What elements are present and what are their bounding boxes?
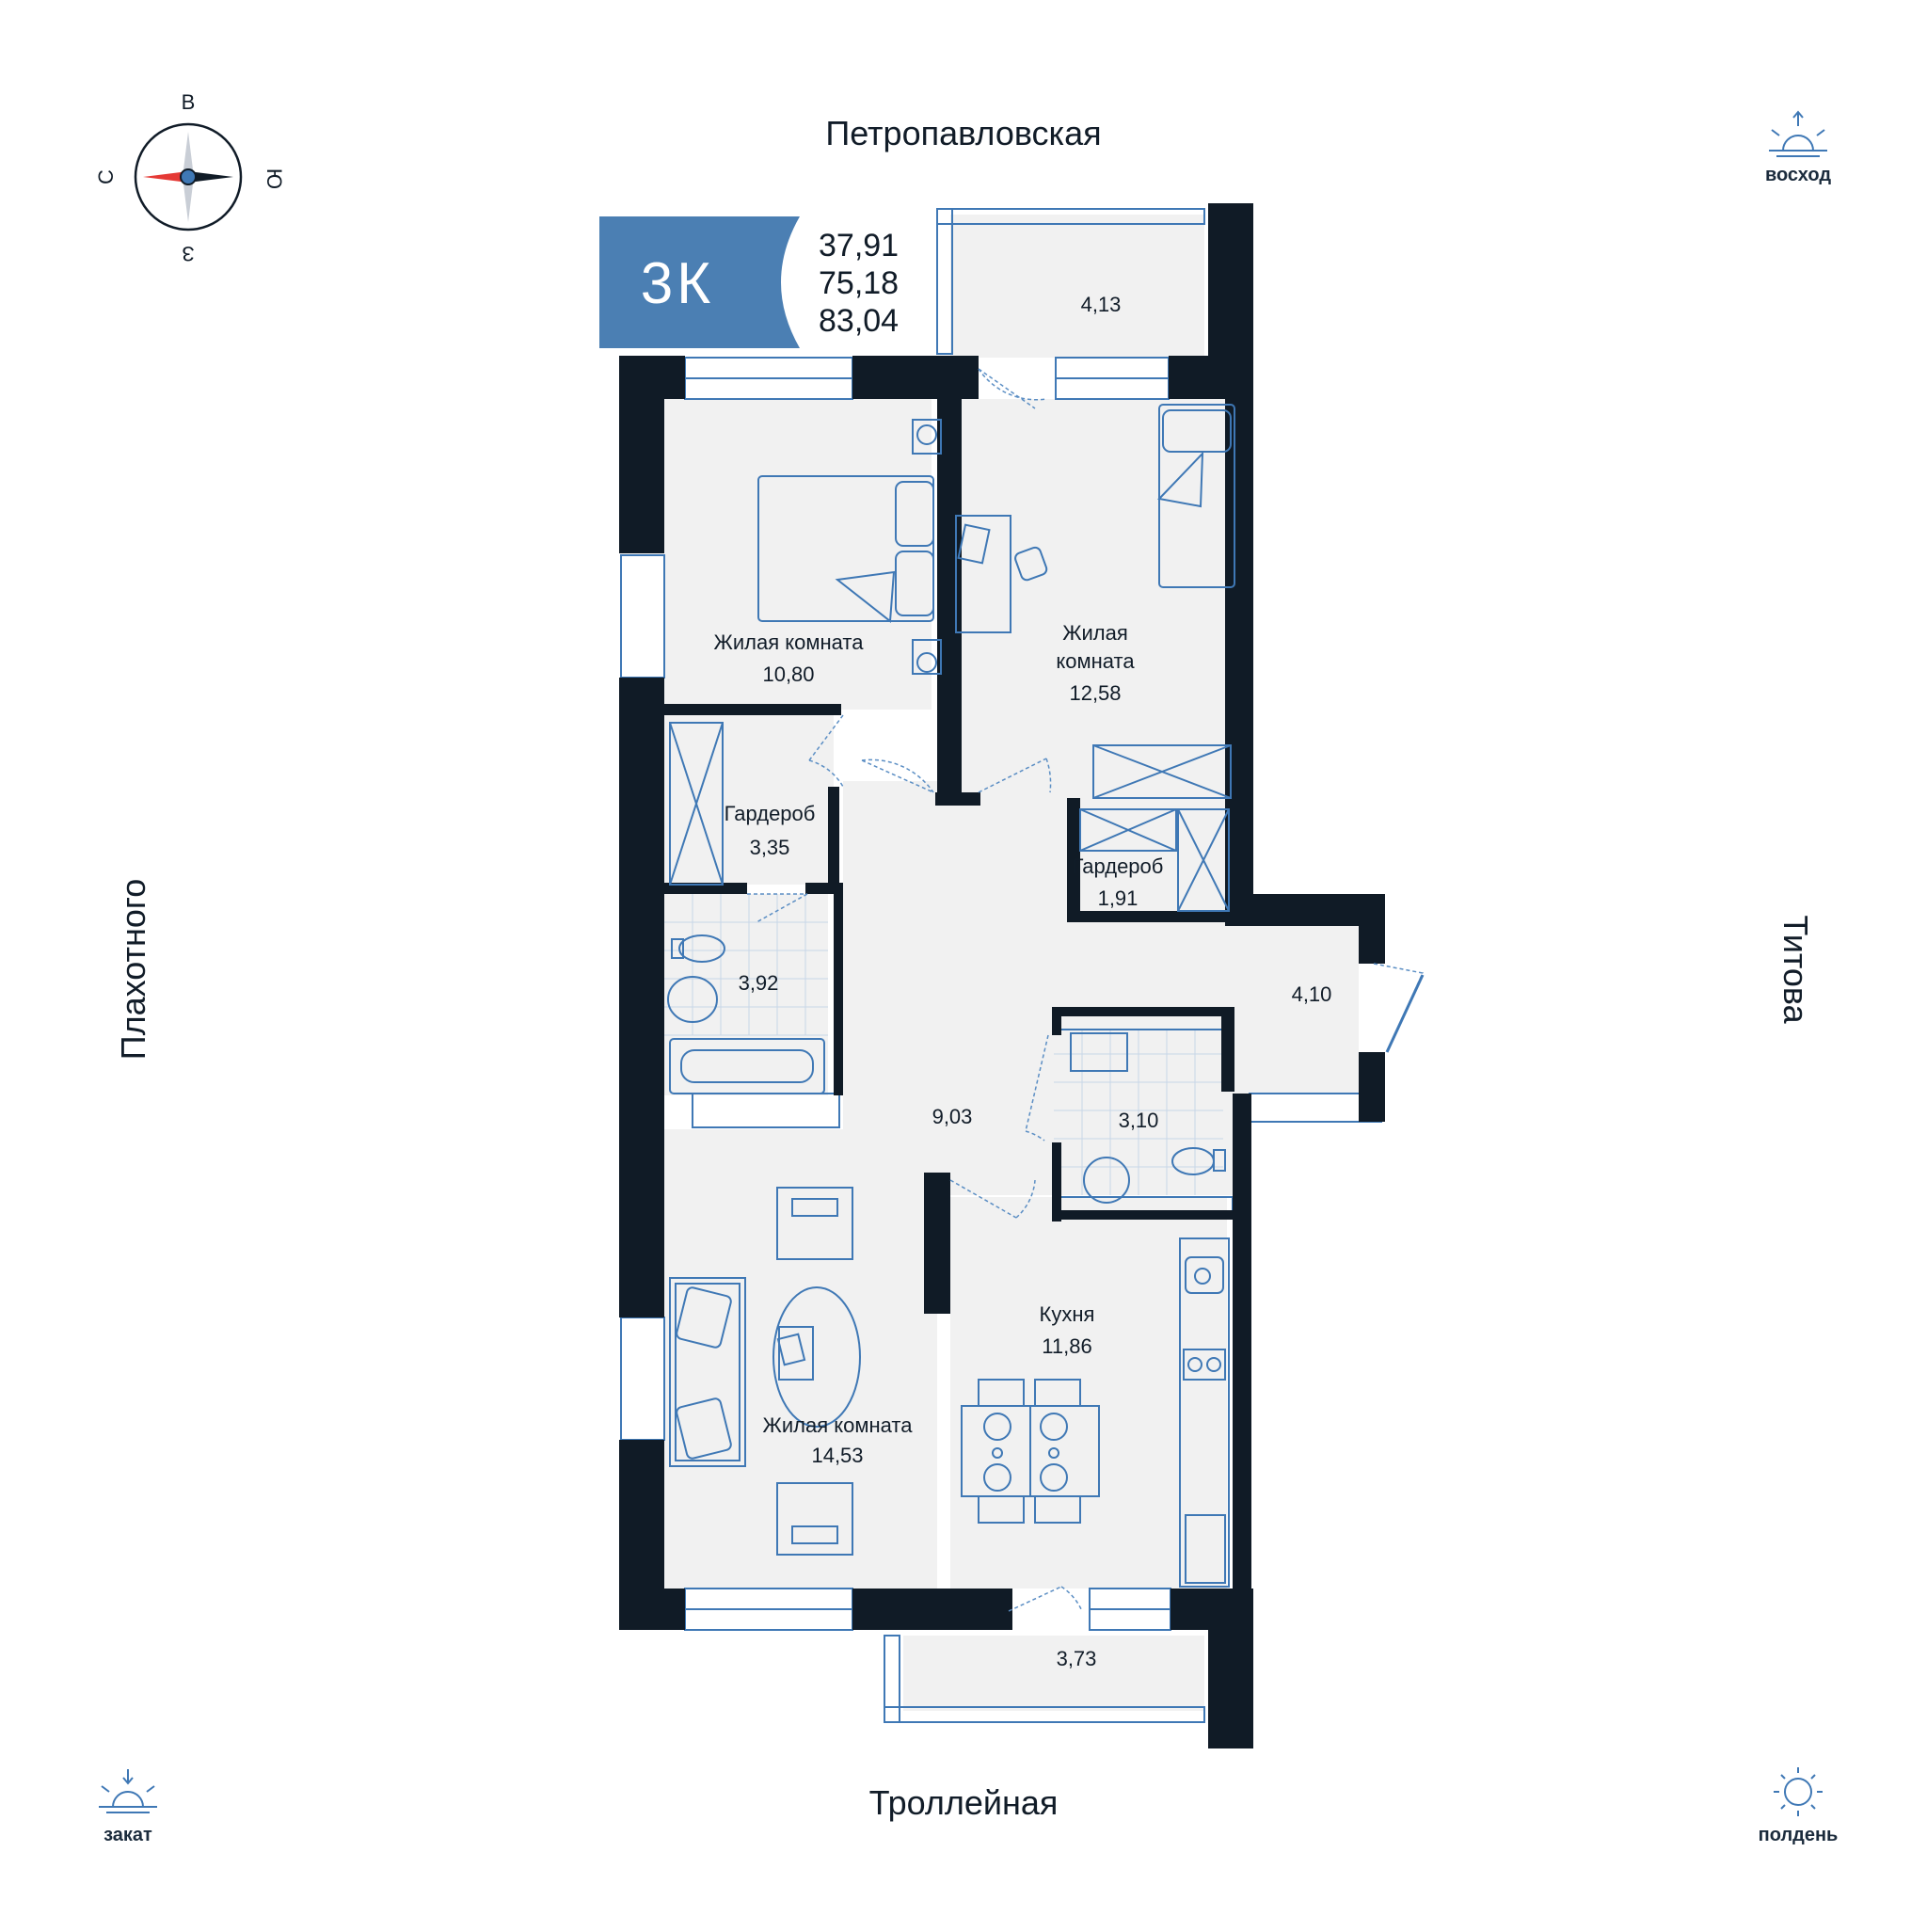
- chair-icon: [1034, 1379, 1081, 1407]
- chair-icon: [1034, 1495, 1081, 1524]
- sofa-icon: [669, 1277, 746, 1467]
- walls: [619, 203, 1385, 1748]
- kitchen-sink-icon: [1185, 1256, 1224, 1294]
- chair-icon: [978, 1495, 1025, 1524]
- living-room-1-floor: [664, 399, 932, 710]
- street-south: Троллейная: [869, 1783, 1059, 1822]
- hall-east-area: 4,10: [1292, 982, 1332, 1006]
- wardrobe-1-floor: [664, 710, 834, 885]
- street-west: Плахотного: [114, 879, 152, 1060]
- compass: В Ю З С: [94, 90, 286, 265]
- fridge-icon: [1185, 1514, 1226, 1584]
- wardrobe-2-floor: [1063, 800, 1223, 913]
- doors: [747, 368, 1425, 1612]
- living-room-1-name: Жилая комната: [714, 631, 865, 654]
- hall-east-floor: [1236, 918, 1359, 1094]
- living-room-2-name-line1: Жилая: [1062, 621, 1128, 645]
- desk-icon: [955, 515, 1011, 633]
- balcony-north-floor: [950, 215, 1204, 358]
- compass-label-bottom: З: [182, 242, 194, 265]
- balcony-south-floor: [903, 1636, 1204, 1711]
- compass-north-needle: [143, 171, 188, 183]
- double-bed-icon: [757, 475, 934, 622]
- plate-icon: [983, 1463, 1011, 1492]
- nightstand-icon: [912, 419, 942, 455]
- living-room-2-floor: [962, 399, 1225, 792]
- street-east: Титова: [1776, 915, 1815, 1024]
- living-room-3-floor: [664, 1129, 937, 1589]
- living-room-2-name-line2: комната: [1056, 649, 1135, 673]
- bathroom-2-floor: [1054, 1030, 1229, 1195]
- kitchen-name: Кухня: [1040, 1302, 1095, 1326]
- noon-label: полдень: [1759, 1825, 1839, 1845]
- living-room-3-name: Жилая комната: [763, 1413, 914, 1437]
- washing-machine-icon: [1070, 1032, 1128, 1072]
- stove-icon: [1183, 1349, 1226, 1381]
- wardrobe-2-area: 1,91: [1098, 886, 1139, 910]
- bathroom-tiles: [664, 894, 1223, 1195]
- coffee-table-icon: [772, 1286, 861, 1428]
- plate-icon: [983, 1413, 1011, 1441]
- balcony-south-area: 3,73: [1057, 1647, 1097, 1670]
- sink-icon: [1083, 1157, 1130, 1204]
- armchair-icon: [776, 1187, 853, 1260]
- floor-areas: [664, 215, 1359, 1711]
- sunrise-label: восход: [1765, 165, 1831, 185]
- living-room-1-area: 10,80: [762, 663, 814, 686]
- compass-label-left: С: [94, 169, 118, 184]
- living-room-2-area: 12,58: [1069, 681, 1121, 705]
- chair-icon: [1014, 546, 1048, 582]
- balcony-north-area: 4,13: [1081, 293, 1122, 316]
- toilet-icon: [678, 934, 725, 963]
- plate-icon: [1040, 1413, 1068, 1441]
- wardrobe-icon: [669, 722, 724, 886]
- bathroom-2-area: 3,10: [1119, 1109, 1159, 1132]
- street-north: Петропавловская: [825, 114, 1101, 152]
- sunset-icon: [99, 1769, 157, 1813]
- compass-label-right: Ю: [263, 168, 286, 189]
- living-room-3-area: 14,53: [811, 1444, 863, 1467]
- bathtub-icon: [669, 1038, 825, 1094]
- area-living: 37,91: [819, 228, 899, 263]
- bathroom-1-area: 3,92: [739, 971, 779, 995]
- corridor-area: 9,03: [932, 1105, 973, 1128]
- wardrobe-2-name: Гардероб: [1073, 854, 1164, 878]
- kitchen-area: 11,86: [1042, 1334, 1091, 1358]
- area-total: 75,18: [819, 265, 899, 301]
- nightstand-icon: [912, 639, 942, 675]
- apartment-badge: 3К 37,91 75,18 83,04: [599, 216, 899, 348]
- furniture: [667, 404, 1235, 1588]
- badge-background: [599, 216, 800, 348]
- wardrobe-1-area: 3,35: [750, 836, 790, 859]
- wardrobe-1-name: Гардероб: [725, 802, 816, 825]
- sink-icon: [667, 976, 718, 1023]
- room-labels: 4,13 Жилая комната 10,80 Жилая комната 1…: [714, 293, 1332, 1670]
- chair-icon: [978, 1379, 1025, 1407]
- wardrobe-icon: [1092, 744, 1232, 799]
- apartment-type: 3К: [641, 251, 715, 316]
- sunset-label: закат: [104, 1825, 152, 1845]
- noon-sun-icon: [1774, 1767, 1823, 1816]
- single-bed-icon: [1158, 404, 1235, 588]
- area-total-with-balcony: 83,04: [819, 303, 899, 339]
- plate-icon: [1040, 1463, 1068, 1492]
- sunrise-icon: [1769, 110, 1827, 157]
- compass-south-needle: [188, 171, 233, 183]
- compass-label-top: В: [182, 90, 196, 114]
- bathroom-1-floor: [664, 894, 828, 1095]
- armchair-icon: [776, 1482, 853, 1556]
- kitchen-counter-icon: [1179, 1237, 1230, 1588]
